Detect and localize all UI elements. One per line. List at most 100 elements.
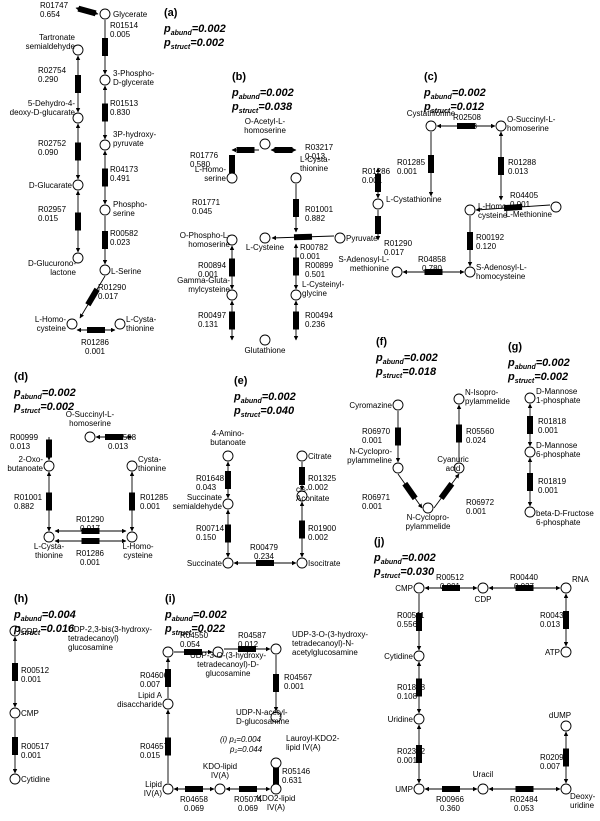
panel-letter: (c) bbox=[424, 71, 438, 83]
reaction-bar bbox=[229, 155, 235, 173]
metabolite-label: Cysta-thionine bbox=[138, 455, 167, 473]
reaction-bar bbox=[442, 786, 460, 792]
panel-letter: (d) bbox=[14, 371, 28, 383]
metabolite-label: O-Acetyl-L-homoserine bbox=[244, 117, 286, 135]
p-struct-label: pstruct=0.038 bbox=[231, 101, 293, 115]
metabolite-label: Isocitrate bbox=[308, 559, 341, 568]
metabolite-node-a_tartronate bbox=[72, 44, 84, 56]
metabolite-node-e_succinate bbox=[222, 557, 234, 569]
metabolite-node-i_udpnacetyl bbox=[270, 711, 282, 723]
reaction-bar bbox=[12, 663, 18, 681]
metabolite-label: Lauroyl-KDO2-lipid IV(A) bbox=[286, 734, 340, 752]
reaction-bar bbox=[225, 471, 231, 489]
metabolite-label: UDP-3-O-(3-hydroxy-tetradecanoyl)-D-gluc… bbox=[190, 651, 266, 678]
metabolite-label: L-Cysta-thionine bbox=[34, 542, 65, 560]
reaction-bar bbox=[81, 528, 100, 534]
reaction-bar bbox=[12, 737, 18, 755]
metabolite-label: Succinate bbox=[187, 559, 223, 568]
metabolite-node-a_3pdg bbox=[99, 74, 111, 86]
metabolite-label: UMP bbox=[395, 785, 413, 794]
metabolite-label: UDP-3-O-(3-hydroxy-tetradecanoyl)-N-acet… bbox=[292, 630, 368, 657]
metabolite-node-j_ump bbox=[413, 783, 425, 795]
reaction-bar bbox=[102, 231, 108, 249]
metabolite-node-b_lhomoserine bbox=[226, 172, 238, 184]
panel-letter: (h) bbox=[14, 593, 28, 605]
metabolite-node-j_dump bbox=[560, 720, 572, 732]
metabolite-node-b_lcysteine bbox=[259, 232, 271, 244]
panel-letter: (a) bbox=[164, 7, 178, 19]
metabolite-label: Cyromazine bbox=[349, 401, 392, 410]
metabolite-node-i_lipidiva bbox=[162, 783, 174, 795]
reaction-bar bbox=[375, 216, 381, 234]
metabolite-label: 2-Oxo-butanoate bbox=[7, 455, 43, 473]
metabolite-label: Citrate bbox=[308, 452, 332, 461]
reaction-bar bbox=[238, 646, 256, 652]
reaction-bar bbox=[229, 311, 235, 330]
panel-letter: (g) bbox=[508, 341, 522, 353]
metabolite-label: N-Isopro-pylammelide bbox=[465, 388, 510, 406]
metabolite-node-i_lauroyl bbox=[270, 757, 282, 769]
metabolite-label: L-Homo-cysteine bbox=[35, 315, 67, 333]
reaction-bar bbox=[46, 492, 52, 511]
metabolite-label: Uracil bbox=[473, 770, 494, 779]
metabolite-node-j_cdp bbox=[477, 582, 489, 594]
p-struct-label: pstruct=0.018 bbox=[375, 366, 437, 380]
metabolite-node-i_kdolipid bbox=[214, 783, 226, 795]
metabolite-node-b_pyruvate bbox=[334, 232, 346, 244]
panel-i-p1: (i) p₁=0.004 bbox=[220, 735, 262, 744]
reaction-bar bbox=[184, 649, 202, 655]
metabolite-label: Glutathione bbox=[245, 346, 286, 355]
metabolite-label: Deoxy-uridine bbox=[570, 792, 596, 810]
metabolite-label: D-Glucurono-lactone bbox=[28, 259, 77, 277]
reaction-bar bbox=[81, 538, 100, 544]
reaction-bar bbox=[239, 786, 257, 792]
reaction-bar bbox=[416, 613, 422, 631]
metabolite-label: Cytidine bbox=[21, 775, 50, 784]
reaction-bar bbox=[395, 427, 401, 446]
metabolite-label: L-Cystathionine bbox=[386, 195, 442, 204]
metabolite-node-d_cysta bbox=[126, 460, 138, 472]
reaction-bar bbox=[424, 269, 443, 275]
reaction-bar bbox=[515, 786, 534, 792]
metabolite-label: 5-Dehydro-4-deoxy-D-glucarate bbox=[10, 99, 76, 117]
reaction-bar bbox=[185, 786, 203, 792]
reaction-bar bbox=[375, 174, 381, 192]
metabolite-node-i_lipida bbox=[162, 698, 174, 710]
reaction-bar bbox=[527, 416, 533, 434]
metabolite-node-f_cyanuric bbox=[453, 462, 465, 474]
metabolite-node-j_atp bbox=[560, 646, 572, 658]
metabolite-node-e_cisacon bbox=[296, 490, 308, 502]
metabolite-label: RNA bbox=[572, 575, 590, 584]
p-struct-label: pstruct=0.012 bbox=[423, 101, 484, 115]
p-struct-label: pstruct=0.002 bbox=[163, 37, 224, 51]
reaction-bar bbox=[416, 745, 422, 763]
metabolite-label: CMP bbox=[21, 709, 39, 718]
reaction-bar bbox=[273, 674, 279, 692]
p-abund-label: pabund=0.004 bbox=[13, 609, 76, 623]
